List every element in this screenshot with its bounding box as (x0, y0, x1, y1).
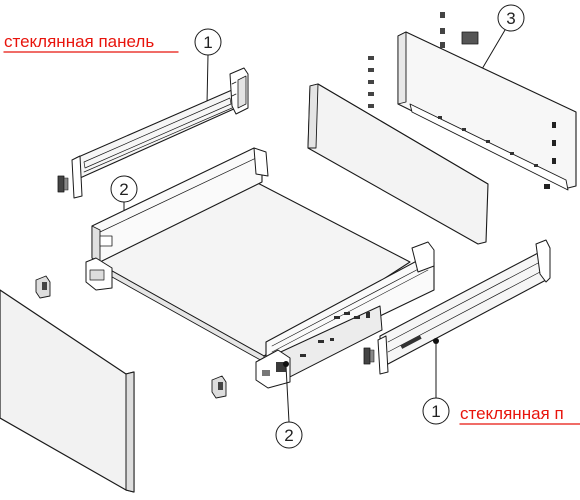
svg-text:1: 1 (431, 402, 440, 421)
svg-text:стеклянная п: стеклянная п (460, 404, 564, 423)
hardware-screws (368, 12, 479, 108)
svg-text:1: 1 (203, 33, 212, 52)
label-glass-panel-top: стеклянная панель (3, 32, 179, 53)
profile-holes (438, 116, 538, 167)
callout-2-bottom: 2 (275, 361, 303, 449)
callout-1-bottom: 1 (422, 338, 450, 425)
clip-front-right (211, 375, 227, 399)
side-rail-right (363, 239, 551, 375)
runner-mechanism (300, 312, 370, 357)
clip-right-rail (363, 347, 375, 365)
svg-text:стеклянная панель: стеклянная панель (4, 32, 154, 51)
glass-back-panel (397, 31, 577, 191)
back-panel (307, 83, 489, 245)
side-rail-left (57, 67, 249, 199)
clip-left-rail (57, 175, 69, 193)
drawer-body (85, 147, 435, 389)
svg-text:2: 2 (119, 180, 128, 199)
svg-text:3: 3 (506, 9, 515, 28)
label-glass-panel-bottom: стеклянная п (459, 404, 580, 425)
clip-front-left (35, 275, 51, 299)
svg-text:2: 2 (284, 426, 293, 445)
front-panel (0, 289, 135, 493)
